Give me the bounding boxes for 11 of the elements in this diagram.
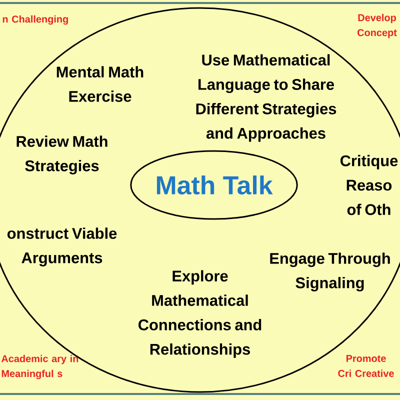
practice-text: onstruct Viable Arguments (7, 228, 117, 266)
note-text: n Challenging (2, 15, 68, 25)
practice-text: Explore Mathematical Connections and Relationships (138, 270, 262, 358)
note-text: Promote Cri Creative (338, 355, 394, 377)
note-text: Academic ary in Meaningful s (1, 354, 78, 380)
practice-text: Critique Reaso of Oth (340, 154, 398, 216)
note-text: Develop Concept (357, 14, 397, 38)
practice-text: Mental Math Exercise (56, 66, 144, 102)
practice-text: Engage Through Signaling (270, 252, 390, 292)
practice-text: Use Mathematical Language to Share Different Strategies and Approaches (196, 54, 336, 142)
practice-text: Review Math Strategies (16, 136, 108, 174)
